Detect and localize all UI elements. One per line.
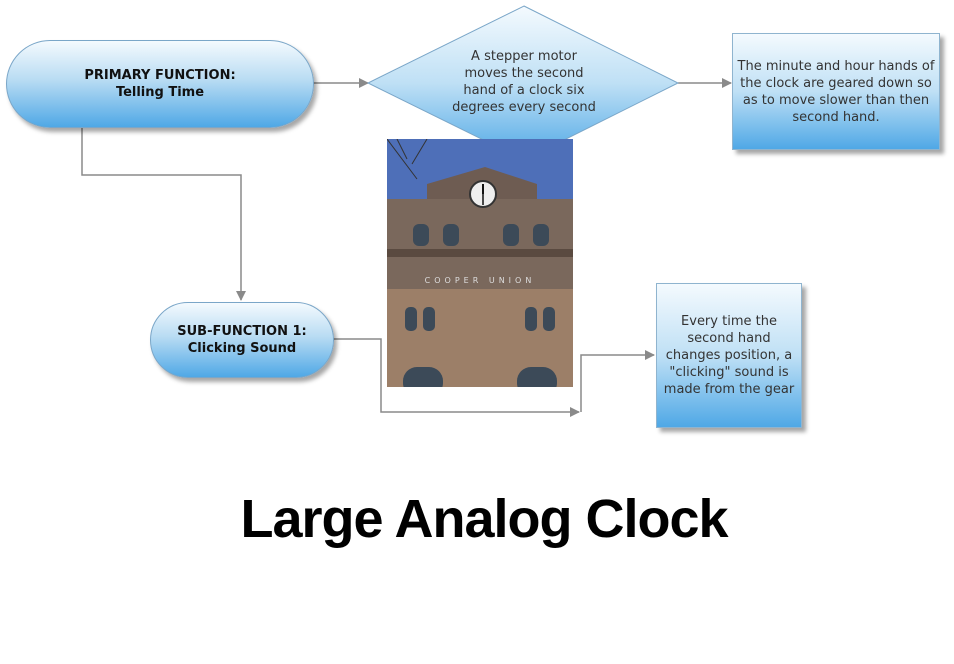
primary-function-label: PRIMARY FUNCTION: bbox=[84, 68, 236, 83]
gearing-node: The minute and hour hands of the clock a… bbox=[732, 33, 940, 150]
clock-tower-image: COOPER UNION bbox=[387, 139, 573, 387]
arrow-sub1-routing bbox=[332, 338, 580, 417]
primary-function-value: Telling Time bbox=[115, 85, 205, 100]
clock-tower-photo: COOPER UNION bbox=[387, 139, 573, 387]
sub-function-1-label: SUB-FUNCTION 1: bbox=[177, 324, 307, 339]
photo-sign-text: COOPER UNION bbox=[425, 276, 536, 285]
arrow-primary-to-sub1 bbox=[81, 126, 246, 301]
clicking-node: Every time the second hand changes posit… bbox=[656, 283, 802, 428]
clicking-text: Every time the second hand changes posit… bbox=[663, 314, 795, 397]
gearing-text: The minute and hour hands of the clock a… bbox=[737, 58, 935, 125]
sub-function-1-value: Clicking Sound bbox=[187, 341, 297, 356]
arrow-to-clicking bbox=[580, 350, 655, 412]
sub-function-1-node: SUB-FUNCTION 1: Clicking Sound bbox=[150, 302, 334, 378]
primary-function-node: PRIMARY FUNCTION: Telling Time bbox=[6, 40, 314, 128]
diagram-title: Large Analog Clock bbox=[240, 489, 728, 549]
decision-text: A stepper motor moves the second hand of… bbox=[452, 49, 596, 115]
